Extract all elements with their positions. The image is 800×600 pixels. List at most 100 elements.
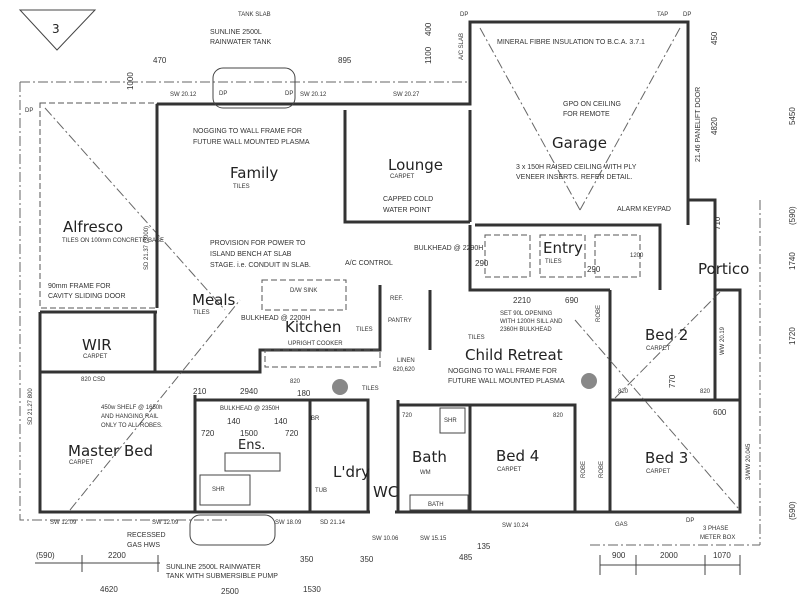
- note: VENEER INSERTS. REFER DETAIL.: [516, 174, 632, 181]
- dimension: 140: [227, 417, 241, 426]
- note: STAGE. i.e. CONDUIT IN SLAB.: [210, 262, 311, 269]
- note: DP: [683, 12, 691, 18]
- room-meals: Meals: [192, 291, 236, 309]
- note: A/C CONTROL: [345, 260, 393, 267]
- dimension: 1100: [424, 46, 433, 64]
- dimension-labels: 470 895 1000 1100 400 5450 4820 450 710 …: [35, 22, 797, 596]
- alfresco-outline: [39, 102, 158, 309]
- note: DP: [460, 12, 468, 18]
- bed3-diagonal: [574, 319, 739, 509]
- dimension: 1200: [630, 253, 644, 259]
- room-kitchen: Kitchen: [285, 318, 341, 336]
- note: FOR REMOTE: [563, 111, 610, 118]
- level: SW 10.06: [372, 536, 399, 542]
- annotations: TANK SLAB SUNLINE 2500L RAINWATER TANK N…: [25, 12, 735, 580]
- level: SD 21.27 800: [28, 388, 34, 425]
- dimension: 820: [290, 379, 301, 385]
- ensuite-shower: [199, 474, 251, 506]
- dimension: (590): [788, 206, 797, 225]
- dimension: 1720: [788, 327, 797, 345]
- note: TILES: [362, 386, 379, 392]
- note: CAPPED COLD: [383, 196, 433, 203]
- note: TANK WITH SUBMERSIBLE PUMP: [166, 573, 278, 580]
- note: ROBE: [599, 461, 605, 478]
- note: BULKHEAD @ 2290H: [414, 245, 483, 252]
- dimension: 210: [193, 387, 207, 396]
- note: 620,620: [393, 367, 415, 373]
- note: TAP: [657, 12, 668, 18]
- rainwater-tank-bottom: [189, 514, 276, 546]
- room-bath: Bath: [412, 448, 447, 466]
- walls: [38, 20, 742, 514]
- level: SW 18.09: [275, 520, 302, 526]
- dimension: 820: [553, 413, 564, 419]
- note: BULKHEAD @ 2200H: [241, 315, 310, 322]
- dimension-lines: [35, 555, 741, 575]
- note: WM: [420, 470, 431, 476]
- note: GPO ON CEILING: [563, 101, 621, 108]
- dimension: 690: [565, 296, 579, 305]
- dimension: 450: [710, 31, 719, 45]
- room-labels: Family TILES Lounge CARPET Garage Alfres…: [62, 134, 749, 501]
- dimension: 1070: [713, 551, 731, 560]
- note: FUTURE WALL MOUNTED PLASMA: [448, 378, 565, 385]
- note: RECESSED: [127, 532, 166, 539]
- note: AND HANGING RAIL: [101, 414, 159, 420]
- note: DP: [219, 91, 227, 97]
- dimension: 290: [587, 265, 601, 274]
- finish-label: TILES: [545, 259, 562, 265]
- dimension: 400: [424, 22, 433, 36]
- finish-label: CARPET: [83, 354, 108, 360]
- note: FUTURE WALL MOUNTED PLASMA: [193, 139, 310, 146]
- finish-label: TILES: [356, 327, 373, 333]
- ensuite-vanity: [224, 452, 281, 472]
- kitchen-bench: [261, 279, 347, 311]
- room-wir: WIR: [82, 336, 112, 354]
- dimension: 895: [338, 56, 352, 65]
- garage-diagonal: [479, 27, 581, 211]
- finish-label: TILES: [233, 184, 250, 190]
- note: 2360H BULKHEAD: [500, 327, 552, 333]
- dimension: 820: [700, 389, 711, 395]
- level: SW 20.27: [393, 92, 420, 98]
- note: SHR: [212, 487, 225, 493]
- note: 3 x 150H RAISED CEILING WITH PLY: [516, 164, 637, 171]
- note: MINERAL FIBRE INSULATION TO B.C.A. 3.7.1: [497, 39, 645, 46]
- level: SD 21.14: [320, 520, 346, 526]
- dimension: 180: [297, 389, 311, 398]
- dimension: 1530: [303, 585, 321, 594]
- note: WATER POINT: [383, 207, 432, 214]
- dimension: 2210: [513, 296, 531, 305]
- note: TANK SLAB: [238, 12, 271, 18]
- note: NOGGING TO WALL FRAME FOR: [193, 128, 302, 135]
- boundary-line: [19, 81, 761, 546]
- level: SW 10.24: [502, 523, 529, 529]
- dimension: 720: [285, 429, 299, 438]
- dimension: 720: [402, 413, 413, 419]
- note: LINEN: [397, 358, 415, 364]
- room-garage: Garage: [552, 134, 607, 152]
- note: GAS: [615, 522, 628, 528]
- dimension: 290: [475, 259, 489, 268]
- room-wc: WC: [373, 483, 398, 501]
- finish-label: CARPET: [646, 469, 671, 475]
- note: TUB: [315, 488, 327, 494]
- dimension: 1000: [126, 72, 135, 90]
- level-labels: SW 20.12 SW 20.12 SW 20.27 SW 12.09 SW 1…: [28, 92, 752, 542]
- level: SW 20.12: [300, 92, 327, 98]
- note: SUNLINE 2500L: [210, 29, 262, 36]
- level: SW 15.15: [420, 536, 447, 542]
- dimension: 720: [201, 429, 215, 438]
- room-laundry: L'dry: [333, 463, 370, 481]
- room-portico: Portico: [698, 260, 749, 278]
- note: 21.46 PANELIFT DOOR: [695, 87, 702, 162]
- room-lounge: Lounge: [388, 156, 443, 174]
- note: A/C SLAB: [459, 33, 465, 60]
- dimension: 1740: [788, 252, 797, 270]
- dimension: 820: [618, 389, 629, 395]
- note: SET 90L OPENING: [500, 311, 553, 317]
- finish-label: TILES: [193, 310, 210, 316]
- note: ISLAND BENCH AT SLAB: [210, 251, 292, 258]
- note: REF.: [390, 296, 403, 302]
- dimension: 140: [274, 417, 288, 426]
